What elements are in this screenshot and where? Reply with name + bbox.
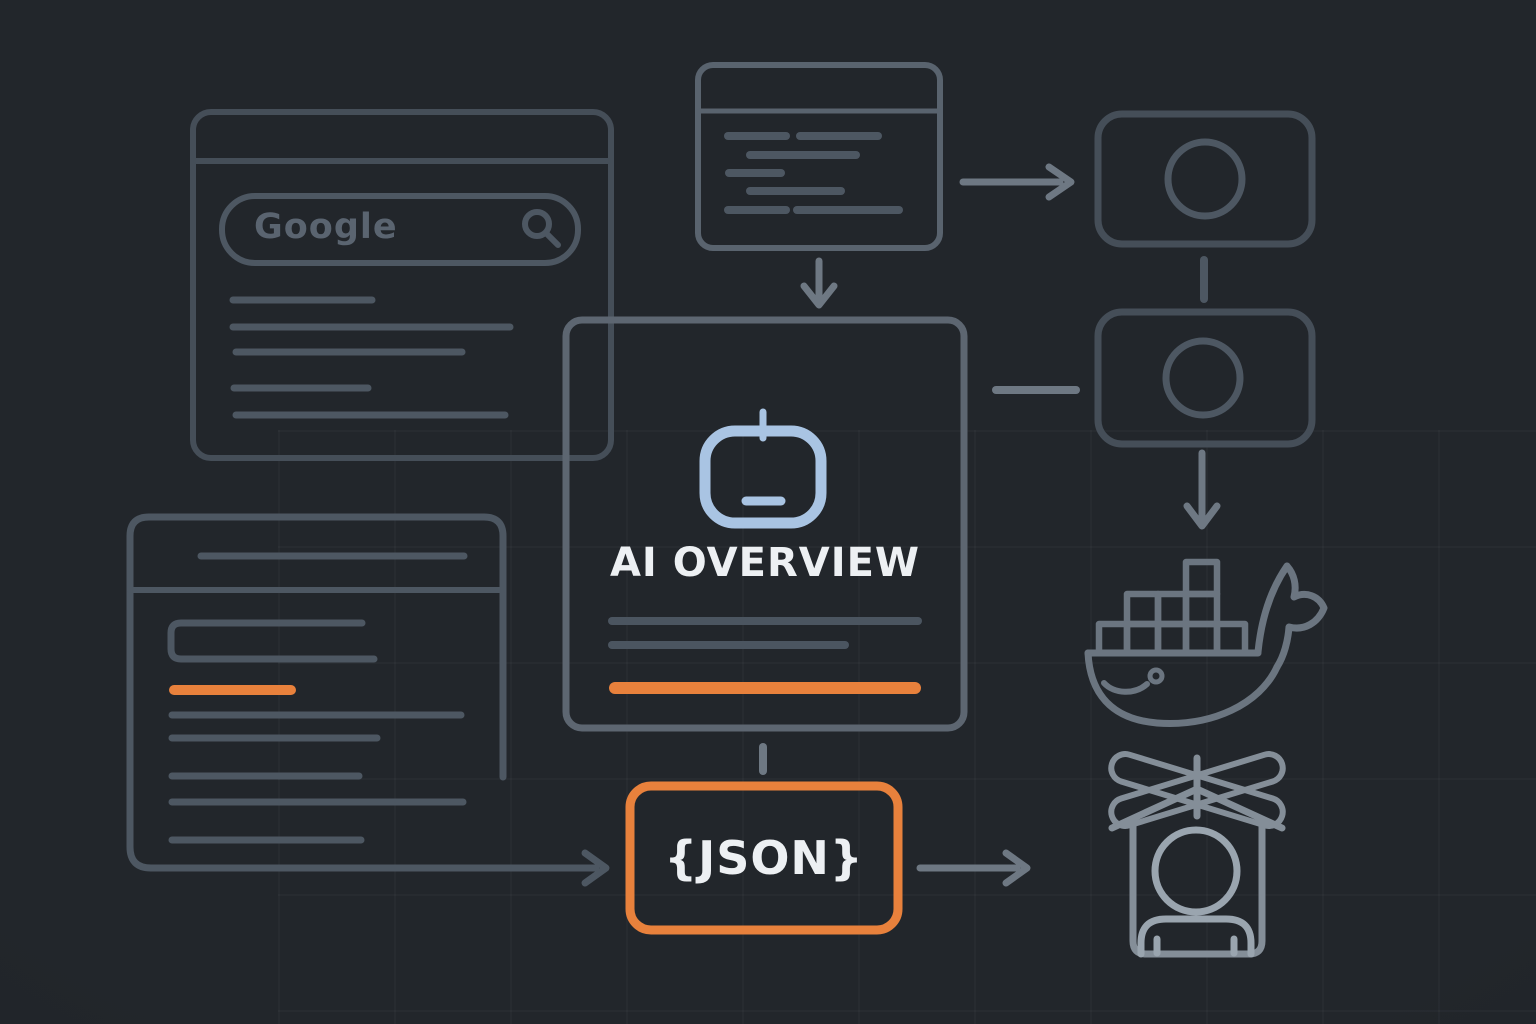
card-header: [570, 324, 961, 375]
person-shoulders: [1137, 915, 1255, 958]
whale-eye: [1147, 667, 1165, 685]
person-eye: [1172, 857, 1188, 873]
search-bar: [219, 193, 581, 266]
window-dots-icon: [717, 85, 774, 96]
whale-body: [1084, 649, 1281, 727]
result-lines: [229, 296, 514, 419]
propeller-icon: [1108, 751, 1286, 829]
node-frame: [1094, 308, 1316, 448]
container-box: [1213, 620, 1249, 657]
container-box: [1123, 620, 1162, 657]
docker-icon: [1084, 558, 1328, 727]
record-node-1: [1094, 110, 1316, 248]
json-label: {JSON}: [664, 831, 864, 885]
window-frame: [190, 109, 614, 461]
google-logo-text: Google: [254, 207, 398, 247]
code-lines: [724, 132, 903, 214]
window-dots-icon: [216, 129, 284, 143]
json-node: [625, 781, 903, 935]
results-window: [126, 513, 610, 887]
window-frame-and-arrow-shaft: [126, 513, 600, 872]
card-text-lines: [608, 617, 922, 649]
box-frame: [1129, 820, 1266, 958]
container-box: [1154, 590, 1190, 628]
arrow-record-2-to-docker: [1183, 449, 1221, 530]
record-icon: [1164, 138, 1246, 220]
code-window: [695, 62, 943, 251]
container-box: [1095, 620, 1131, 657]
ai-overview-title: AI OVERVIEW: [609, 540, 921, 586]
arrow-results-to-json-head: [581, 849, 610, 887]
arrow-code-to-card: [800, 257, 838, 309]
container-box: [1123, 590, 1162, 628]
agent-icon: [1108, 751, 1286, 958]
box-roof: [1108, 785, 1286, 832]
arrow-code-to-record-1: [959, 163, 1075, 201]
record-node-2: [1094, 308, 1316, 448]
container-box: [1182, 620, 1221, 657]
result-lines: [168, 711, 467, 844]
record-icon: [1162, 337, 1244, 419]
whale-smile: [1101, 680, 1150, 695]
google-window: [190, 109, 614, 461]
container-box: [1182, 558, 1221, 598]
json-frame: [625, 781, 903, 935]
arrow-json-to-agent: [916, 849, 1031, 887]
person-eye: [1200, 857, 1216, 873]
search-icon: [522, 209, 561, 248]
container-box: [1182, 590, 1221, 628]
ai-overview-card: [562, 316, 968, 732]
whale-tail: [1254, 562, 1328, 671]
window-dot-icon: [157, 543, 173, 559]
window-frame: [695, 62, 943, 251]
header-pill: [593, 340, 666, 350]
node-frame: [1094, 110, 1316, 248]
card-frame: [562, 316, 968, 732]
container-box: [1154, 620, 1190, 657]
person-head: [1151, 826, 1241, 916]
snippet-bracket: [167, 619, 378, 663]
robot-icon: [699, 408, 827, 529]
